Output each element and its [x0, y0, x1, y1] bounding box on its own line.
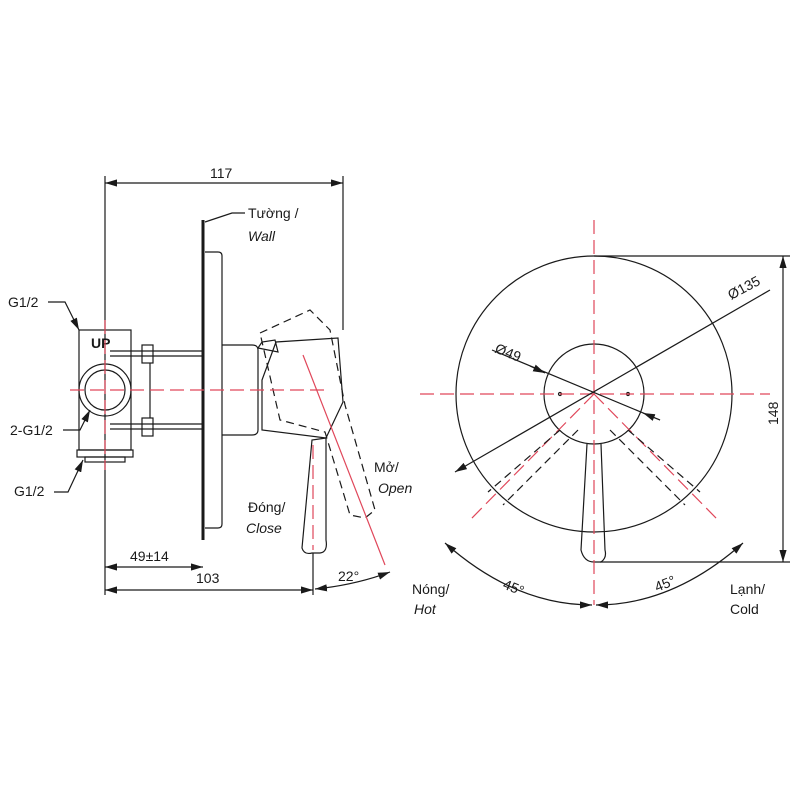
inlet-bottom-label: G1/2: [14, 483, 45, 499]
lever: [301, 437, 327, 555]
cold-label: Lạnh/: [730, 581, 765, 597]
front-view: Ø135 Ø49 148 45° 45° Nóng/ Hot Lạnh/ Col…: [412, 220, 790, 617]
angle-22-label: 22°: [338, 568, 359, 584]
wall-label: Tường /: [248, 205, 299, 221]
cold-label-en: Cold: [730, 601, 759, 617]
hot-label: Nóng/: [412, 581, 449, 597]
dimension-117-label: 117: [210, 165, 233, 181]
dimension-135-line: [454, 289, 771, 473]
open-label-en: Open: [378, 480, 412, 496]
front-lever: [580, 443, 607, 563]
up-mark: UP: [91, 335, 110, 351]
inlet-side-label: 2-G1/2: [10, 422, 53, 438]
open-label: Mở/: [374, 459, 399, 475]
cold-angle-arc: [595, 542, 744, 609]
hot-angle-arc: [444, 542, 593, 609]
wall-label-en: Wall: [248, 228, 276, 244]
lever-open-position: [259, 309, 376, 519]
handle: [261, 337, 344, 439]
dimension-103-label: 103: [196, 570, 220, 586]
hot-label-en: Hot: [414, 601, 437, 617]
dimension-49-line: [491, 349, 661, 421]
dimension-148-label: 148: [765, 401, 781, 425]
angle-22-arc: [314, 571, 391, 592]
inlet-top-label: G1/2: [8, 294, 39, 310]
side-view: 117 Tường / Wall UP G1/2 2-G1/2 G1/2: [8, 165, 412, 595]
close-label: Đóng/: [248, 499, 285, 515]
cold-angle-label: 45°: [652, 572, 678, 595]
hot-angle-label: 45°: [501, 576, 527, 599]
close-label-en: Close: [246, 520, 282, 536]
dimension-49-label: 49±14: [130, 548, 169, 564]
